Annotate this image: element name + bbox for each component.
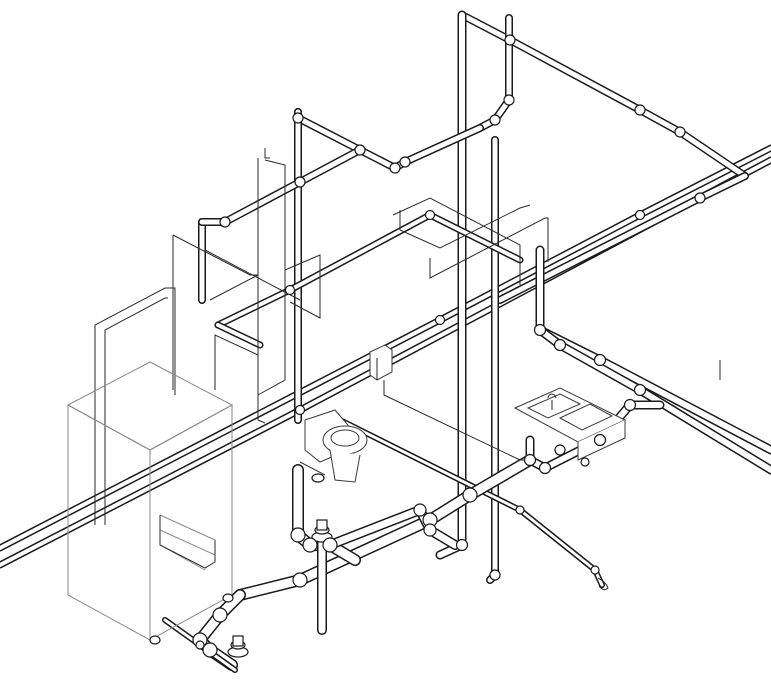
pipe-elbow-fitting bbox=[462, 487, 478, 503]
lower-long-pipe bbox=[337, 417, 605, 588]
pipe-elbow-fitting bbox=[284, 284, 296, 296]
pipe-elbow-fitting bbox=[322, 537, 338, 553]
pipe-elbow-fitting bbox=[623, 398, 637, 412]
pipe-elbow-fitting bbox=[593, 433, 607, 447]
pipe-elbow-fitting bbox=[553, 338, 567, 352]
pipe-elbow-fitting bbox=[290, 527, 306, 543]
pipe-elbow-fitting bbox=[294, 404, 306, 416]
pipe-elbow-fitting bbox=[634, 209, 646, 221]
pipe-elbow-fitting bbox=[202, 642, 218, 658]
pipe-elbow-fitting bbox=[294, 176, 306, 188]
pipe-elbow-fitting bbox=[634, 104, 646, 116]
pipe-elbow-fitting bbox=[538, 461, 552, 475]
vent-top-pipe bbox=[198, 146, 364, 226]
heater-foot-icon bbox=[149, 635, 161, 645]
pipe-elbow-fitting bbox=[674, 126, 686, 138]
pipe-elbow-fitting bbox=[399, 156, 411, 168]
toilet-fixture[interactable] bbox=[299, 409, 368, 483]
pipe-elbow-fitting bbox=[694, 192, 706, 204]
pipe-elbow-fitting bbox=[533, 323, 547, 337]
pipe-elbow-fitting bbox=[292, 572, 308, 588]
mid-run-pipe-2 bbox=[214, 321, 264, 349]
pipe-elbow-fitting bbox=[212, 607, 228, 623]
pipe-elbow-fitting bbox=[503, 94, 515, 106]
cleanout-fitting-upper[interactable] bbox=[311, 519, 333, 543]
short-riser-pipe bbox=[476, 14, 513, 132]
right-drain-pipe-2 bbox=[535, 325, 771, 475]
pipe-elbow-fitting bbox=[633, 383, 647, 397]
pipe-fittings bbox=[192, 34, 706, 658]
pipe-elbow-fitting bbox=[413, 503, 427, 517]
pipe-elbow-fitting bbox=[195, 640, 205, 650]
right-drain-pipe bbox=[535, 245, 771, 455]
water-heater-unit[interactable] bbox=[66, 361, 234, 645]
pipe-elbow-fitting bbox=[219, 216, 231, 228]
upper-zigzag-pipe bbox=[294, 108, 484, 172]
electrical-box[interactable] bbox=[369, 344, 393, 381]
heater-foot-icon bbox=[222, 593, 234, 603]
pipe-elbow-fitting bbox=[489, 569, 501, 581]
pipe-elbow-fitting bbox=[302, 537, 318, 553]
pipe-network bbox=[0, 10, 771, 673]
cleanout-fitting-lower[interactable] bbox=[227, 635, 249, 658]
pipe-end-hook-icon bbox=[597, 577, 609, 591]
top-run-pipe bbox=[458, 11, 749, 180]
pipe-elbow-fitting bbox=[424, 209, 436, 221]
pipe-end-hook-icon bbox=[264, 148, 270, 159]
pipe-elbow-fitting bbox=[593, 353, 607, 367]
pipe-elbow-fitting bbox=[523, 453, 537, 467]
pipe-elbow-fitting bbox=[590, 565, 600, 575]
pipe-elbow-fitting bbox=[489, 114, 501, 126]
pipe-elbow-fitting bbox=[434, 314, 446, 326]
mid-run-pipe bbox=[214, 211, 524, 329]
pipe-elbow-fitting bbox=[455, 538, 469, 552]
pipe-elbow-fitting bbox=[389, 162, 401, 174]
pipe-elbow-fitting bbox=[504, 34, 516, 46]
pipe-elbow-fitting bbox=[292, 112, 304, 124]
pipe-elbow-fitting bbox=[515, 505, 525, 515]
pipe-elbow-fitting bbox=[354, 144, 366, 156]
center-riser-pipe bbox=[486, 136, 499, 584]
pipe-elbow-fitting bbox=[423, 523, 437, 537]
